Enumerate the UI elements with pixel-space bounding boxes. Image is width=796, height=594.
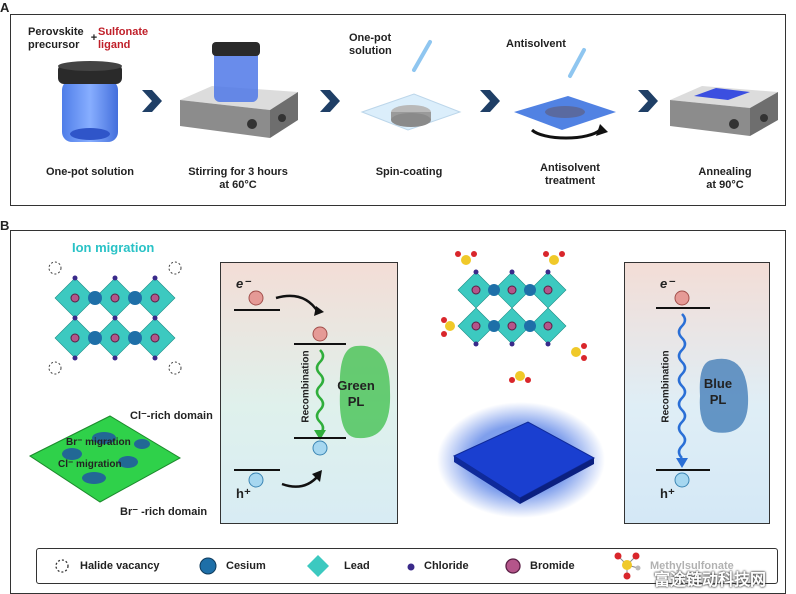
cesium-icon [199, 557, 217, 575]
bromide-icon [505, 558, 521, 574]
green-pl-label: Green PL [337, 378, 375, 409]
step-label-2: Stirring for 3 hours at 60°C [188, 166, 288, 191]
annealing-hotplate [670, 86, 778, 136]
legend-bromide: Bromide [530, 560, 575, 572]
blue-hole-label: h⁺ [660, 486, 675, 501]
ion-migration-title: Ion migration [72, 240, 155, 255]
watermark: 富途链动科技网 [654, 572, 767, 589]
panel-a-frame [10, 14, 786, 206]
green-hole-label: h⁺ [236, 486, 251, 501]
plus-sign: + [90, 32, 98, 44]
blue-electron-label: e⁻ [660, 276, 675, 291]
blue-pl-label: Blue PL [703, 376, 733, 407]
perovskite-lattice-mixed [48, 261, 182, 375]
antisolvent-illustration [514, 48, 616, 140]
ligand-label: Sulfonate ligand [98, 26, 149, 51]
green-film-illustration [28, 415, 182, 503]
arrow-icon [480, 90, 500, 112]
blue-energy-diagram [656, 290, 749, 488]
panel-b-letter: B [0, 218, 10, 233]
spin-coating-illustration [360, 40, 462, 131]
cl-migration-label: Cl⁻ migration [58, 459, 122, 470]
legend-lead: Lead [344, 560, 370, 572]
green-energy-diagram [234, 290, 391, 488]
antisolvent-top-label: Antisolvent [506, 38, 566, 50]
step-label-1: One-pot solution [46, 166, 134, 178]
cl-rich-label: Cl⁻-rich domain [130, 410, 213, 422]
legend-chloride: Chloride [424, 560, 469, 572]
blue-film-illustration [437, 402, 605, 518]
lead-icon [307, 555, 329, 577]
hotplate-stirrer [180, 42, 298, 138]
legend-box [36, 548, 778, 584]
green-recombination-label: Recombination [300, 350, 312, 423]
legend-methylsulfonate: Methylsulfonate [650, 560, 734, 572]
methylsulfonate-icon [614, 552, 641, 580]
precursor-label: Perovskite precursor [28, 26, 84, 51]
step-label-3: Spin-coating [375, 166, 443, 178]
arrow-icon [320, 90, 340, 112]
chloride-icon [407, 563, 415, 571]
perovskite-lattice-sulfonate [441, 251, 587, 383]
step-label-5: Annealing at 90°C [698, 166, 752, 191]
legend-cesium: Cesium [226, 560, 266, 572]
vial-illustration [58, 61, 122, 142]
green-electron-label: e⁻ [236, 276, 251, 291]
br-rich-label: Br⁻ -rich domain [120, 506, 208, 518]
arrow-icon [638, 90, 658, 112]
legend-halide-vacancy: Halide vacancy [80, 560, 160, 572]
onepot-solution-label: One-pot solution [349, 32, 392, 57]
br-migration-label: Br⁻ migration [66, 437, 131, 448]
blue-recombination-label: Recombination [660, 350, 672, 423]
step-label-4: Antisolvent treatment [540, 162, 600, 187]
panel-a-letter: A [0, 0, 10, 15]
halide-vacancy-icon [55, 559, 69, 573]
arrow-icon [142, 90, 162, 112]
